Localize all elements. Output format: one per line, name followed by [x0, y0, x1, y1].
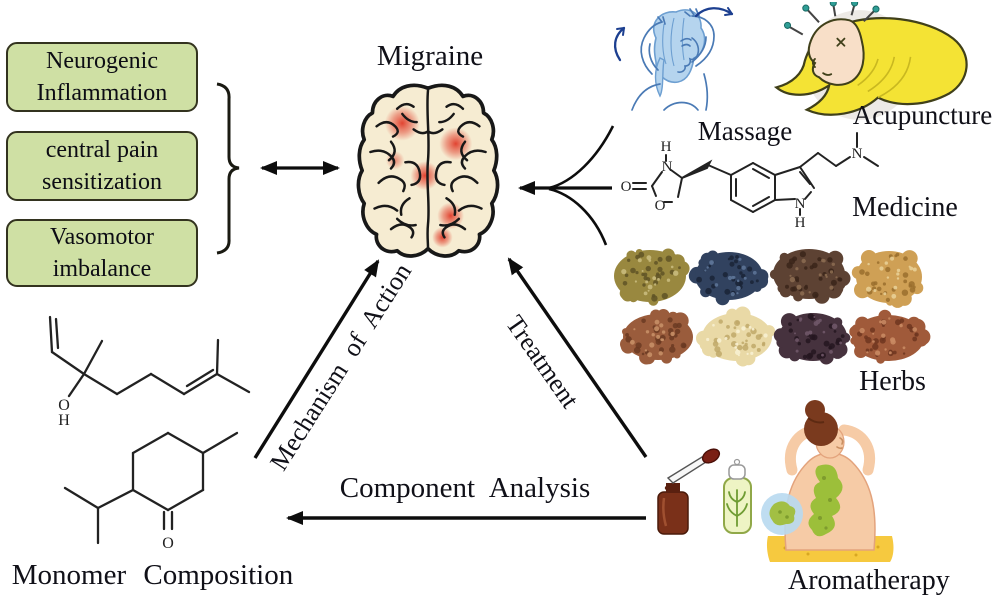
treatment-fan-arrow — [518, 125, 615, 246]
massage-illustration — [613, 7, 734, 111]
acupuncture-illustration — [773, 2, 968, 120]
back-mask-texture — [818, 476, 832, 530]
monomer-structures: O H O — [48, 315, 251, 552]
brain-sulci — [369, 89, 487, 249]
massage-arms — [631, 8, 715, 111]
herb-pile — [851, 250, 924, 308]
acupuncture-face — [807, 18, 865, 86]
atom-oxygen: O — [162, 535, 174, 552]
boxes-bracket — [216, 82, 240, 255]
scrub-dish — [761, 493, 803, 535]
herb-pile — [773, 313, 851, 365]
herbs-label: Herbs — [859, 366, 926, 397]
atom-oxygen: O — [58, 397, 70, 414]
mechanism-box-vasomotor-imbalance: Vasomotor imbalance — [6, 219, 198, 287]
atom-hydrogen: H — [661, 139, 672, 155]
herb-pile — [614, 248, 690, 306]
aromatherapy-label: Aromatherapy — [788, 565, 950, 596]
amber-bottle — [657, 483, 689, 535]
aromatherapy-illustration — [657, 400, 894, 562]
herb-pile — [849, 309, 931, 364]
component-analysis-caption: Component Analysis — [339, 472, 591, 504]
herb-piles — [614, 248, 931, 367]
acupuncture-hair-strands — [857, 56, 912, 99]
medicine-structure: O N H O N H N — [621, 132, 879, 231]
menthone-structure — [63, 431, 239, 545]
face-hint — [836, 437, 844, 450]
oil-bottle-green — [723, 458, 752, 534]
migraine-title: Migraine — [376, 40, 484, 72]
mechanism-box-label: central pain sensitization — [42, 136, 162, 195]
massage-label: Massage — [697, 116, 793, 146]
acupuncture-needles — [783, 2, 880, 36]
mechanism-box-neurogenic-inflammation: Neurogenic Inflammation — [6, 42, 198, 112]
mechanism-box-central-pain-sensitization: central pain sensitization — [6, 131, 198, 201]
herb-pile — [688, 250, 769, 306]
linalool-hydroxyl: O H — [58, 397, 70, 429]
atom-oxygen: O — [621, 179, 632, 195]
brain-pain-spots — [384, 105, 473, 248]
herb-pile — [620, 309, 693, 365]
linalool-structure — [48, 315, 251, 398]
hair-bun — [804, 400, 838, 446]
medicine-label: Medicine — [852, 192, 958, 223]
herb-pile — [696, 306, 776, 367]
brain-illustration — [356, 83, 500, 258]
back-mask — [808, 464, 843, 537]
monomer-composition-label: Monomer Composition — [11, 559, 294, 591]
herbs-illustration — [614, 248, 931, 367]
herb-pile — [769, 249, 851, 304]
treatment-caption: Treatment — [500, 309, 585, 414]
massage-face — [677, 37, 700, 73]
dropper — [664, 448, 721, 491]
mechanism-box-label: Neurogenic Inflammation — [36, 47, 168, 106]
atom-hydrogen: H — [58, 412, 70, 429]
acupuncture-face-features — [812, 37, 846, 76]
atom-nitrogen: N — [795, 196, 806, 212]
acupuncture-label: Acupuncture — [852, 100, 993, 130]
massage-motion-arrows — [613, 7, 734, 62]
atom-nitrogen: N — [852, 146, 863, 162]
atom-hydrogen: H — [795, 215, 806, 231]
mechanism-box-label: Vasomotor imbalance — [50, 223, 154, 282]
atom-nitrogen: N — [662, 159, 673, 175]
atom-oxygen: O — [655, 198, 666, 214]
massage-hair — [652, 9, 706, 98]
